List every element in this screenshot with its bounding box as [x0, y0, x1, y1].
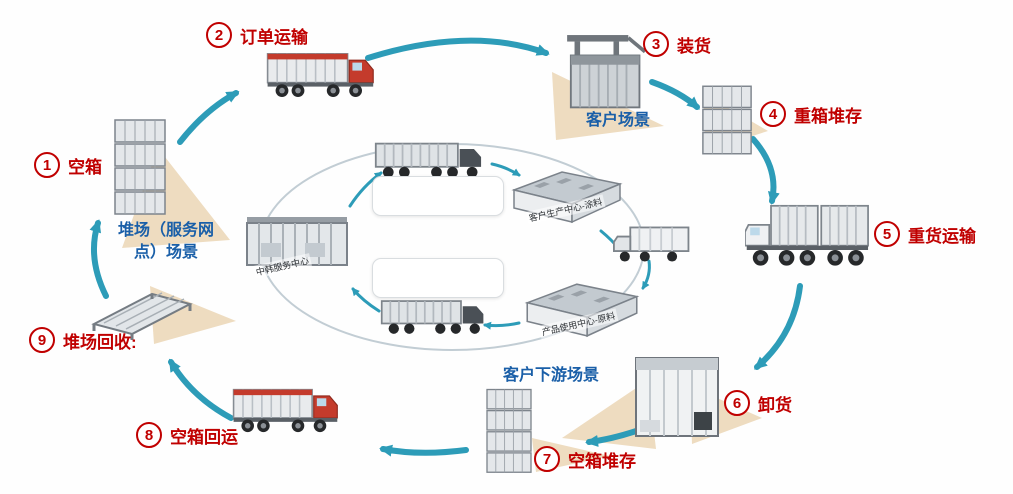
- center-label-box-1: [372, 176, 504, 216]
- unloading-container-icon: [635, 357, 719, 437]
- yard-recycle-rack-icon: [91, 292, 193, 340]
- step-7-badge: 7: [534, 446, 560, 472]
- step-3-loading: 3 装货: [643, 31, 711, 57]
- step-5-badge: 5: [874, 221, 900, 247]
- step-9-label: 堆场回收:: [63, 332, 137, 352]
- empty-container-stack-icon: [114, 119, 166, 215]
- step-8-label: 空箱回运: [170, 427, 238, 447]
- order-transport-truck-icon: [266, 53, 374, 97]
- step-9-badge: 9: [29, 327, 55, 353]
- step-4-label: 重箱堆存: [794, 106, 862, 126]
- empty-container-stack-2-icon: [486, 388, 532, 473]
- step-1-badge: 1: [34, 152, 60, 178]
- step-3-badge: 3: [643, 31, 669, 57]
- step-2-badge: 2: [206, 22, 232, 48]
- empty-return-truck-icon: [232, 388, 338, 433]
- product-usage-factory-icon: [524, 283, 640, 338]
- step-1-label: 空箱: [68, 157, 102, 177]
- heavy-cargo-truck-icon: [745, 204, 869, 266]
- step-9-yard-recycle: 9 堆场回收:: [29, 327, 137, 353]
- step-2-label: 订单运输: [240, 27, 308, 47]
- step-2-order-transport: 2 订单运输: [206, 22, 308, 48]
- step-6-label: 卸货: [758, 395, 792, 415]
- scene-yard-label: 堆场（服务网点）场景: [117, 222, 214, 261]
- step-7-empty-stacking: 7 空箱堆存: [534, 446, 636, 472]
- step-8-badge: 8: [136, 422, 162, 448]
- heavy-container-stack-icon: [702, 85, 752, 155]
- step-8-empty-return: 8 空箱回运: [136, 422, 238, 448]
- scene-customer-label: 客户场景: [586, 112, 651, 129]
- step-4-badge: 4: [760, 101, 786, 127]
- outer-cycle-arrows: [89, 37, 803, 457]
- step-6-badge: 6: [724, 390, 750, 416]
- step-7-label: 空箱堆存: [568, 451, 636, 471]
- step-1-empty-container: 1 空箱: [34, 152, 102, 178]
- step-6-unloading: 6 卸货: [724, 390, 792, 416]
- step-5-heavy-transport: 5 重货运输: [874, 221, 976, 247]
- center-top-truck-icon: [374, 142, 482, 178]
- step-3-label: 装货: [677, 36, 711, 56]
- loading-crane-icon: [567, 35, 647, 109]
- step-4-heavy-stacking: 4 重箱堆存: [760, 101, 862, 127]
- scene-downstream-label: 客户下游场景: [503, 367, 600, 384]
- center-bottom-truck-icon: [380, 300, 484, 334]
- center-label-box-2: [372, 258, 504, 298]
- center-small-truck-icon: [613, 226, 690, 262]
- step-5-label: 重货运输: [908, 226, 976, 246]
